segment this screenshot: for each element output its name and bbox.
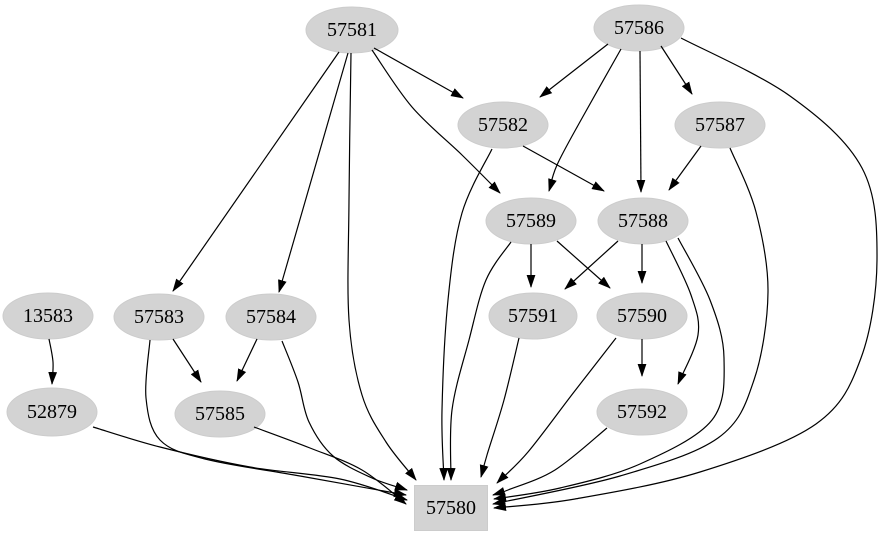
node-shape-ellipse [305,6,399,54]
edge-57586-57588 [636,50,646,193]
node-shape-box [414,485,488,531]
node-57587: 57587 [674,101,766,149]
node-label-57588: 57588 [618,210,668,232]
node-label-57580: 57580 [426,497,476,519]
node-label-57586: 57586 [614,17,664,39]
node-label-57581: 57581 [327,19,377,41]
node-label-57589: 57589 [506,210,556,232]
edge-57581-57580 [347,52,417,481]
node-label-57591: 57591 [508,305,558,327]
edge-57588-57592 [665,240,700,385]
node-shape-ellipse [2,292,94,340]
node-57589: 57589 [485,197,577,245]
edge-57584-57585 [236,338,258,382]
node-shape-ellipse [597,197,689,245]
node-shape-ellipse [593,4,685,52]
node-57585: 57585 [174,390,266,438]
edge-57583-57585 [172,338,202,383]
node-13583: 13583 [2,292,94,340]
node-shape-ellipse [674,101,766,149]
edge-57581-57582 [373,47,464,99]
node-57591: 57591 [488,292,578,340]
node-label-52879: 52879 [27,401,77,423]
node-shape-ellipse [225,293,317,341]
edge-57585-57580 [253,426,407,505]
node-shape-ellipse [457,101,549,149]
node-57588: 57588 [597,197,689,245]
edge-57586-57582 [539,43,609,98]
edge-57586-57580 [493,37,878,512]
node-shape-ellipse [488,292,578,340]
edge-57592-57580 [492,427,608,496]
edge-57590-57580 [496,337,617,484]
node-label-57583: 57583 [134,306,184,328]
edge-57586-57589 [548,48,622,192]
edge-57588-57591 [564,240,619,290]
edge-57582-57588 [522,145,605,192]
edge-57587-57588 [668,145,702,191]
node-shape-ellipse [596,388,688,436]
node-shape-ellipse [6,387,98,437]
node-label-57585: 57585 [195,403,245,425]
edge-52879-57580 [92,426,408,501]
node-57590: 57590 [596,292,688,340]
node-52879: 52879 [6,387,98,437]
node-57586: 57586 [593,4,685,52]
edge-57588-57580 [493,237,725,502]
edge-57581-57583 [172,51,340,292]
node-shape-ellipse [113,293,205,341]
node-label-57590: 57590 [617,305,667,327]
edge-57581-57584 [278,52,349,293]
edge-57583-57580 [145,339,407,498]
edge-57589-57580 [446,241,512,481]
edge-57587-57580 [492,147,769,506]
edge-57586-57587 [660,45,693,95]
edge-57584-57580 [281,340,408,491]
edge-57591-57580 [479,337,520,478]
node-57581: 57581 [305,6,399,54]
node-label-57587: 57587 [695,114,745,136]
node-57583: 57583 [113,293,205,341]
node-57584: 57584 [225,293,317,341]
node-label-57592: 57592 [617,401,667,423]
node-label-57584: 57584 [246,306,296,328]
edge-13583-52879 [48,338,58,385]
edge-57582-57580 [439,148,493,481]
edge-57589-57590 [556,240,611,289]
node-label-13583: 13583 [23,305,73,327]
node-label-57582: 57582 [478,114,528,136]
edge-57581-57589 [371,49,501,194]
node-57582: 57582 [457,101,549,149]
node-57592: 57592 [596,388,688,436]
node-57580: 57580 [414,485,488,531]
node-shape-ellipse [174,390,266,438]
